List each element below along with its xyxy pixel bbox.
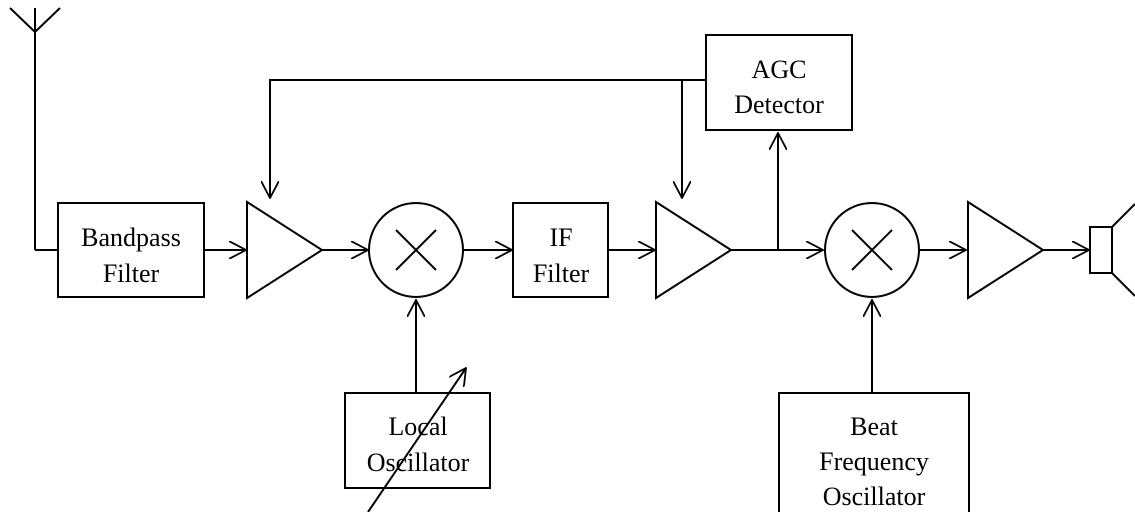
- if-filter-block: IF Filter: [512, 202, 609, 298]
- if-filter-label-line2: Filter: [533, 259, 590, 288]
- first-mixer-icon: [368, 202, 464, 298]
- bfo-label-line3: Oscillator: [823, 482, 926, 511]
- tuning-arrow-icon: [367, 368, 466, 512]
- bandpass-filter-block: Bandpass Filter: [57, 202, 205, 298]
- rf-amplifier-icon: [246, 200, 324, 300]
- if-amplifier-icon: [655, 200, 733, 300]
- agc-feedback-line: [270, 79, 706, 198]
- bandpass-filter-label-line1: Bandpass: [81, 223, 181, 252]
- agc-detector-label-line2: Detector: [734, 90, 824, 119]
- agc-detector-label-line1: AGC: [752, 55, 807, 84]
- product-detector-icon: [824, 202, 920, 298]
- agc-detector-block: AGC Detector: [705, 34, 853, 131]
- audio-amplifier-icon: [967, 200, 1045, 300]
- bfo-label-line2: Frequency: [819, 447, 929, 476]
- beat-frequency-oscillator-block: Beat Frequency Oscillator: [778, 392, 970, 512]
- antenna-icon: [9, 7, 61, 251]
- if-filter-label-line1: IF: [549, 223, 572, 252]
- local-oscillator-label-line1: Local: [388, 412, 447, 441]
- bfo-label-line1: Beat: [850, 412, 898, 441]
- bandpass-filter-label-line2: Filter: [103, 259, 160, 288]
- speaker-icon: [1089, 203, 1135, 297]
- local-oscillator-label-line2: Oscillator: [367, 448, 470, 477]
